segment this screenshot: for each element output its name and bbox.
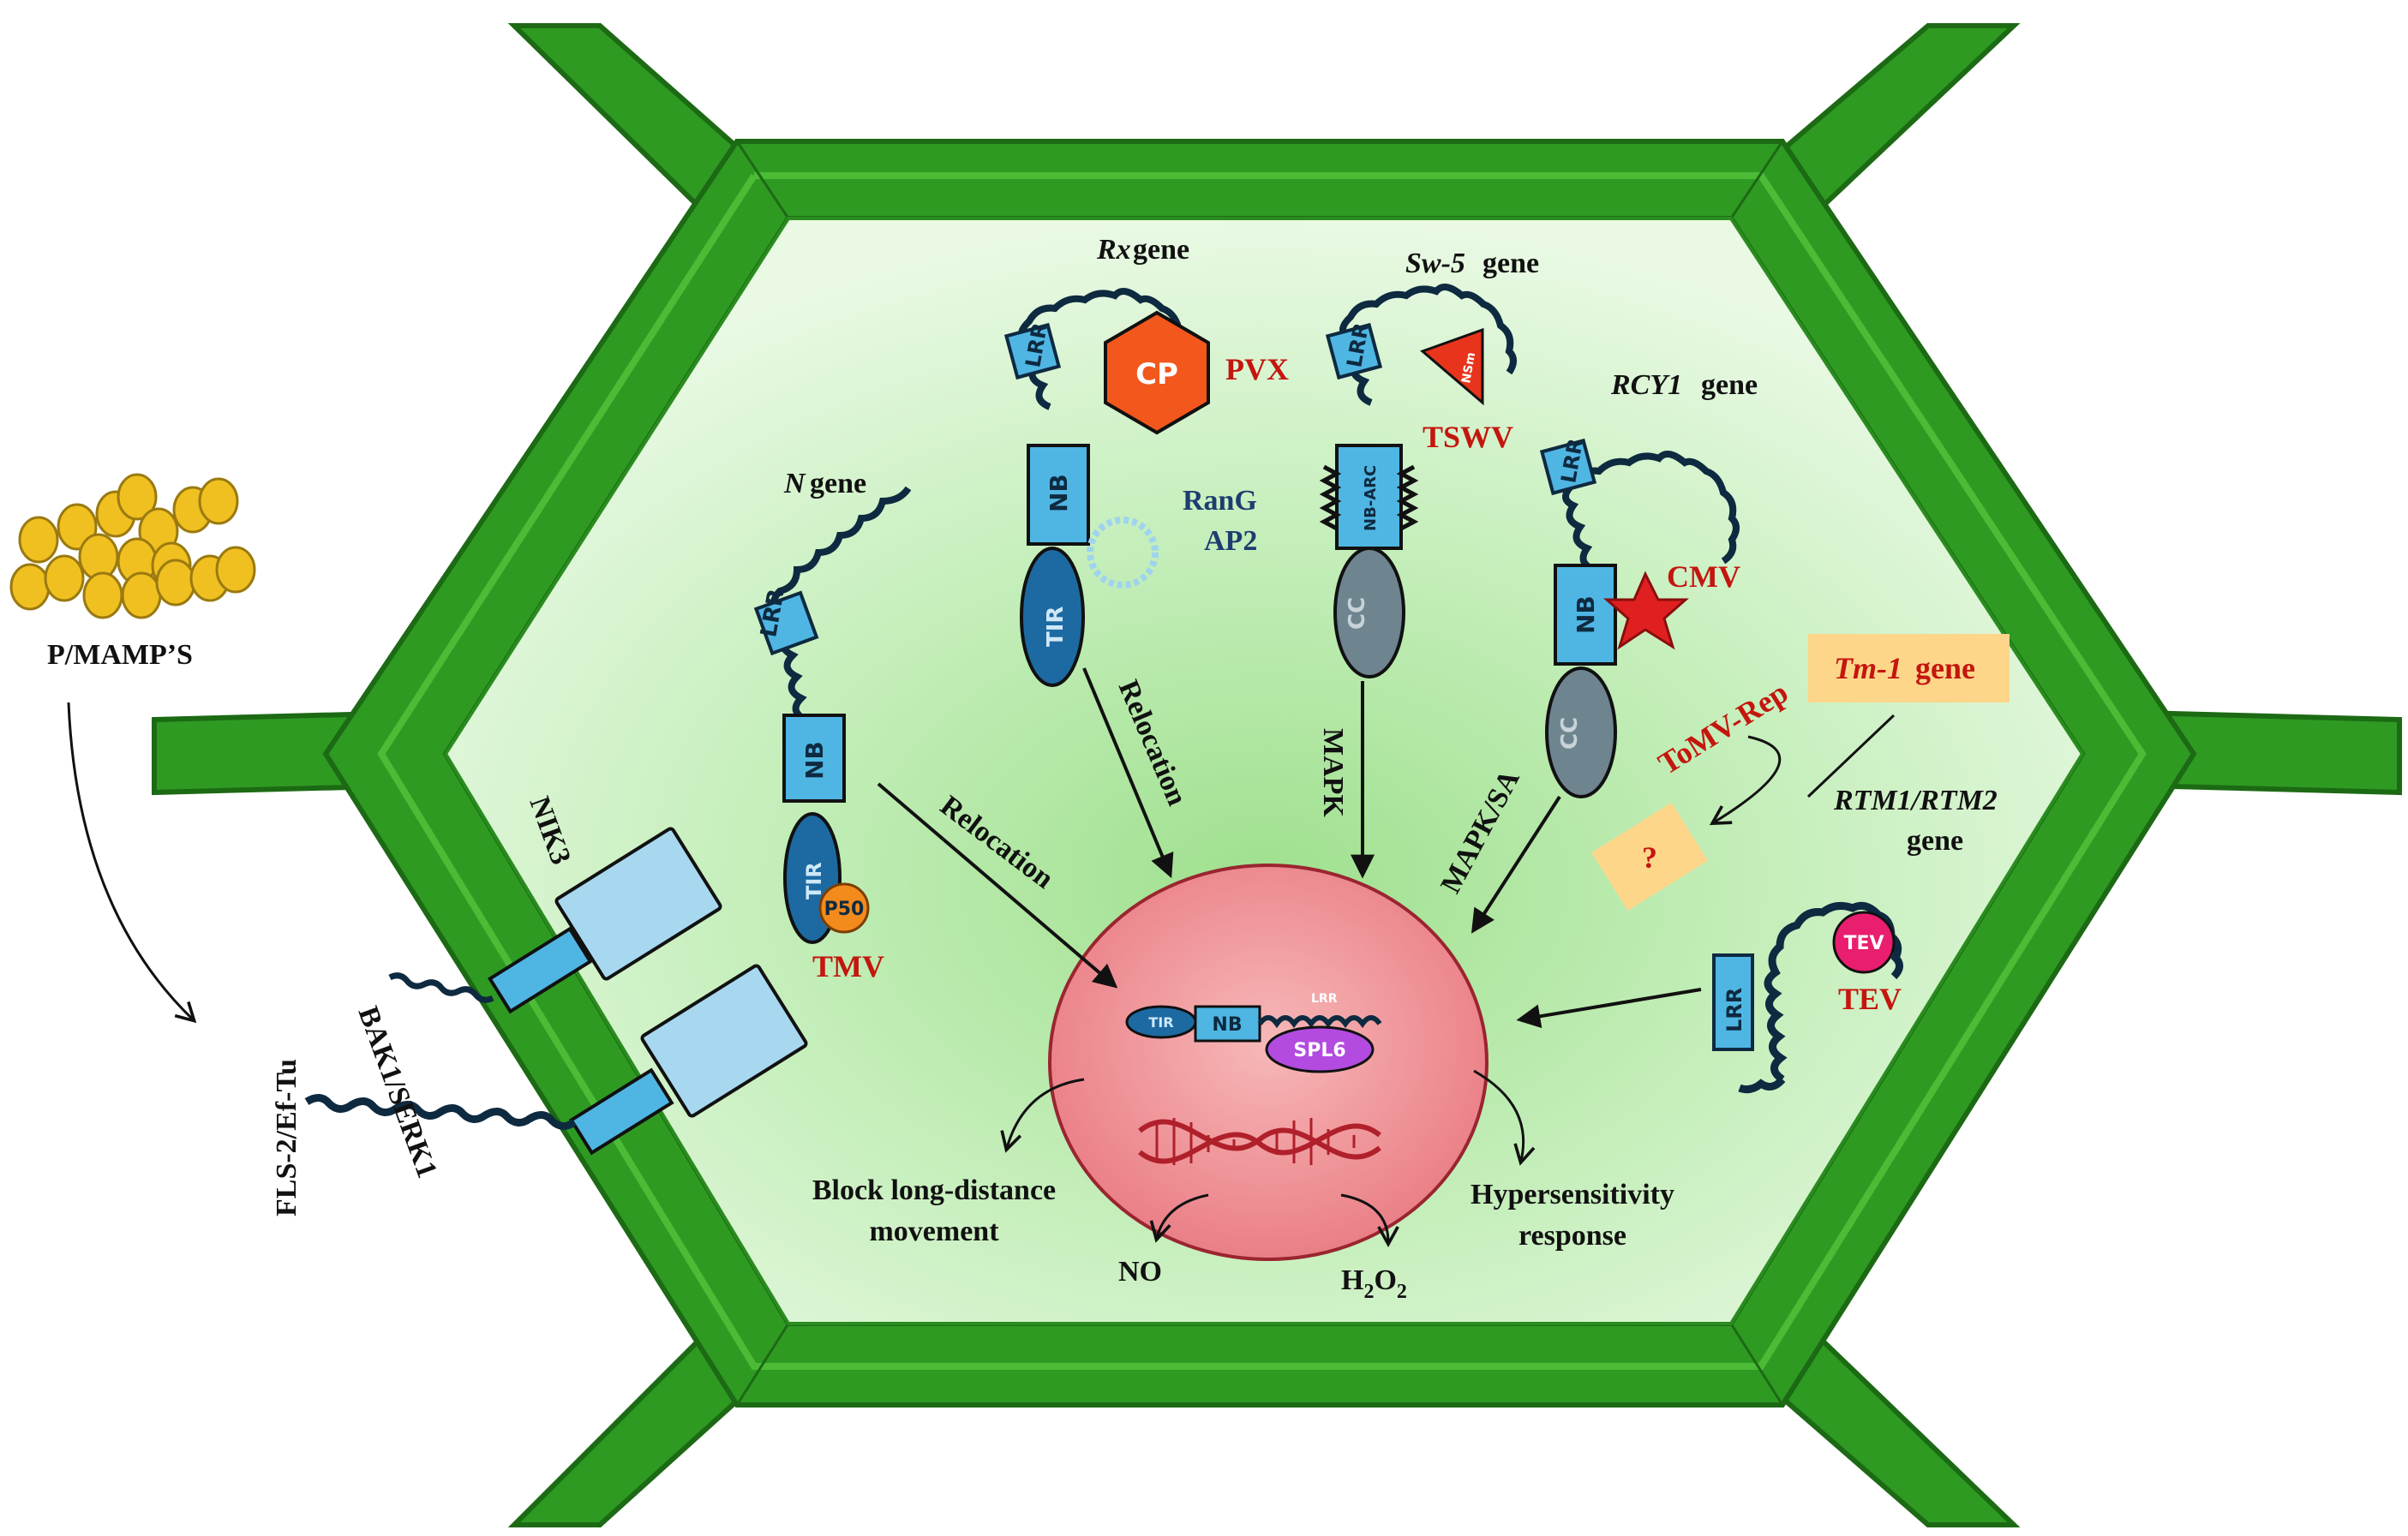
rcy1-gene-receptor: LRR NB CC (1539, 437, 1740, 798)
tev-label: TEV (1838, 982, 1902, 1016)
rx-gene-word: gene (1133, 234, 1189, 266)
tm1-gene-word: gene (1915, 651, 1975, 685)
svg-text:NB: NB (800, 741, 829, 780)
cytoplasm (443, 217, 2085, 1325)
svg-text:LRR: LRR (1722, 988, 1746, 1032)
rcy1-mapk-sa-arrow (1471, 795, 1561, 934)
dna-helix (1138, 1118, 1381, 1165)
p50-effector (818, 882, 870, 934)
sw5-gene-receptor: LRR NB-ARC CC (1319, 284, 1517, 678)
pamp-cluster (9, 473, 256, 619)
bak1-label: BAK1/SERK1 (351, 1002, 442, 1182)
cmv-label: CMV (1667, 559, 1740, 594)
n-gene-word: gene (810, 468, 866, 499)
pvx-label: PVX (1225, 352, 1289, 386)
svg-text:TEV: TEV (1843, 933, 1884, 954)
fls2-label: FLS-2/Ef-Tu (271, 1059, 302, 1216)
block-movement-label-1: Block long-distance (812, 1174, 1056, 1206)
pamp-arrow (67, 702, 197, 1024)
svg-text:CC: CC (1345, 597, 1370, 630)
svg-text:TIR: TIR (802, 862, 826, 899)
receptor-fls2 (304, 964, 808, 1156)
svg-text:SPL6: SPL6 (1293, 1040, 1345, 1061)
rx-gene-name: Rx (1096, 234, 1131, 266)
svg-text:NB: NB (1045, 474, 1073, 512)
tm1-gene-name: Tm-1 (1834, 651, 1902, 685)
tm1-to-unknown-line (1806, 714, 1896, 798)
rcy1-gene-name: RCY1 (1610, 369, 1682, 401)
rx-gene-relocation-arrow (1082, 667, 1174, 879)
mapk-label: MAPK (1317, 728, 1349, 817)
svg-text:CP: CP (1135, 357, 1178, 391)
n-gene-relocation-arrow (877, 782, 1118, 989)
no-label: NO (1118, 1256, 1162, 1288)
nucleus (1048, 864, 1489, 1261)
cmv-star (1603, 571, 1689, 650)
sw5-gene-word: gene (1483, 248, 1539, 279)
svg-text:NSm: NSm (1459, 351, 1478, 385)
bak1-coil (388, 972, 494, 1003)
pvx-cp-hexagon (1104, 310, 1210, 435)
tswv-label: TSWV (1423, 420, 1513, 454)
svg-text:TIR: TIR (1148, 1014, 1173, 1031)
rcy1-gene-word: gene (1701, 369, 1758, 401)
svg-text:NB: NB (1572, 595, 1600, 634)
tm1-gene-box (1808, 634, 2010, 702)
rx-gene-receptor: LRR NB TIR (1003, 288, 1193, 687)
pamps-label: P/MAMP’S (47, 639, 193, 671)
response-arrows (1000, 1069, 1536, 1247)
h2o2-label: H2O2 (1341, 1264, 1407, 1303)
tswv-nsm-triangle (1420, 327, 1484, 406)
tomv-inhibit-arrow (1709, 735, 1782, 826)
unknown-factor-box (1591, 802, 1708, 911)
tev-vpg-disc (1832, 911, 1896, 974)
receptor-nik3-bak1 (388, 827, 722, 1014)
svg-text:LRR: LRR (1311, 992, 1338, 1006)
rtm-to-nucleus-arrow (1516, 988, 1702, 1029)
pathway-arrows (877, 667, 1702, 1029)
svg-text:NB: NB (1212, 1014, 1242, 1036)
rtm-gene-name: RTM1/RTM2 (1833, 785, 1998, 816)
svg-text:NB-ARC: NB-ARC (1362, 465, 1380, 531)
rangap2-label-2: AP2 (1204, 525, 1257, 557)
svg-text:P50: P50 (824, 899, 865, 920)
tmv-label: TMV (812, 949, 884, 983)
hypersensitivity-label-2: response (1518, 1220, 1626, 1252)
rtm-gene-word: gene (1907, 825, 1963, 857)
nuclear-complex: TIR NB LRR SPL6 (1125, 992, 1382, 1073)
hypersensitivity-label-1: Hypersensitivity (1471, 1179, 1674, 1210)
block-movement-label-2: movement (869, 1216, 999, 1247)
svg-text:CC: CC (1557, 717, 1583, 750)
sw5-gene-name: Sw-5 (1405, 248, 1465, 279)
unknown-factor-label: ? (1642, 840, 1657, 875)
rangap2-label-1: RanG (1183, 485, 1257, 517)
n-gene-name: N (783, 468, 806, 499)
fls2-coil (304, 1094, 577, 1130)
svg-text:TIR: TIR (1043, 607, 1069, 647)
